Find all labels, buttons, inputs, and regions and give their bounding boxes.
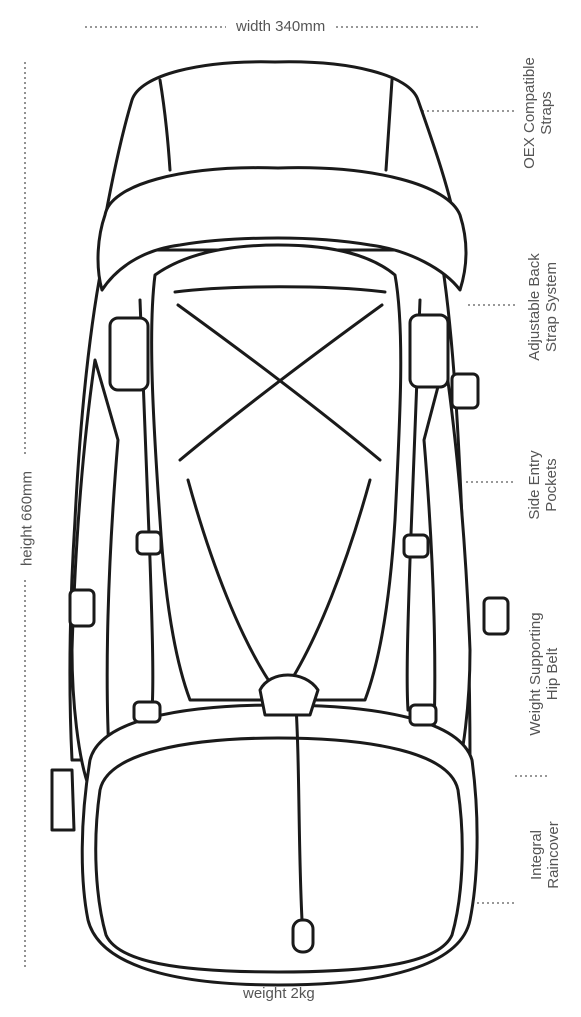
buckle-right-lower [482,596,510,636]
buckles [68,313,510,954]
pull-cord [293,688,304,922]
front-panel [150,243,403,702]
bungee-lower-left [186,478,277,692]
hip-belt-tab [50,768,76,832]
cord-end-right [408,703,438,727]
weight-label: weight 2kg [243,985,315,1002]
height-label-text: height 660mm [18,470,36,567]
cord-anchor [258,673,320,717]
feature-side-pockets-line1: Side Entry [526,450,543,520]
feature-raincover: Integral Raincover [528,815,562,895]
raincover-pouch [80,703,479,987]
feature-oex-straps-line1: OEX Compatible [521,57,538,169]
feature-hip-belt: Weight Supporting Hip Belt [527,612,561,736]
feature-side-pockets-line2: Pockets [543,458,560,512]
feature-hip-belt-line1: Weight Supporting [527,612,544,736]
side-pocket-left [70,358,120,792]
feature-oex-straps-line2: Straps [538,91,555,135]
feature-hip-belt-line2: Hip Belt [544,647,561,701]
feature-raincover-line2: Raincover [545,821,562,889]
zip-pull [291,918,315,954]
feature-oex-straps: OEX Compatible Straps [521,55,555,171]
raincover-inner [94,736,464,974]
buckle-right-upper [408,313,450,389]
cord-lock-left [135,530,163,556]
feature-raincover-line1: Integral [528,829,545,881]
width-label: width 340mm [236,18,326,35]
backpack-outline [50,60,479,987]
feature-back-strap-line2: Strap System [543,261,560,353]
buckle-right-side [450,372,480,410]
lid-strap-right [384,78,394,172]
bungee-lower-right [283,478,372,692]
lid-strap-left [158,78,172,172]
bungee-top [173,285,387,294]
cord-end-left [132,700,162,724]
buckle-left-side [68,588,96,628]
bungee-cross-b [178,303,384,462]
feature-back-strap: Adjustable Back Strap System [526,251,560,363]
feature-side-pockets: Side Entry Pockets [526,447,560,523]
lid-front [96,166,468,292]
height-label: height 660mm [19,459,36,579]
cord-lock-right [402,533,430,559]
feature-back-strap-line1: Adjustable Back [526,253,543,361]
buckle-left-upper [108,316,150,392]
